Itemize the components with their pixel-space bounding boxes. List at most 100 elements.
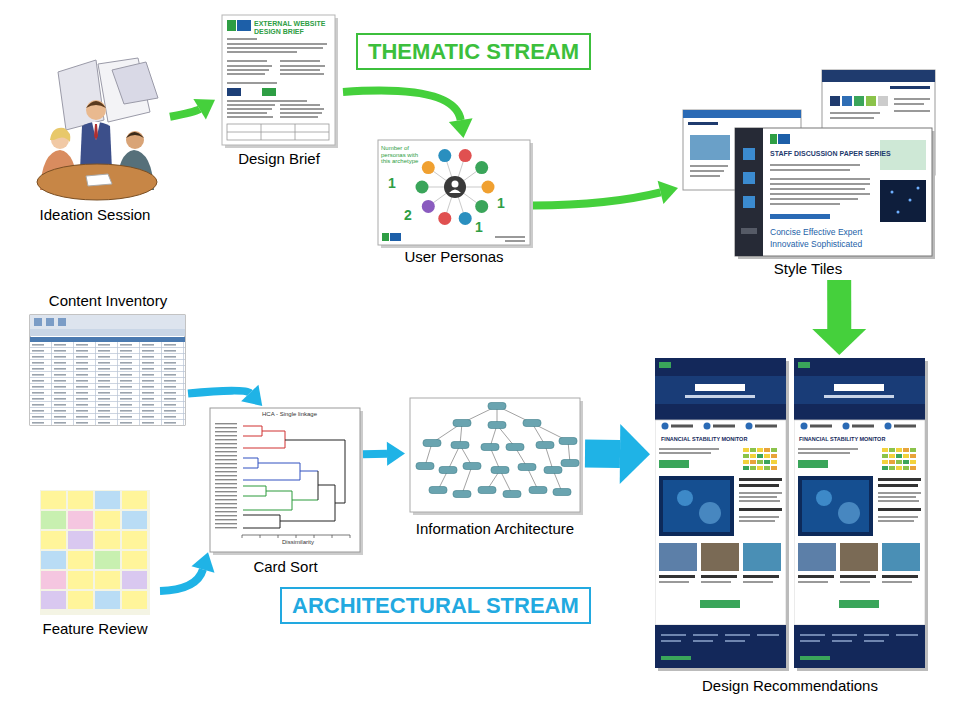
user-personas-thumbnail-part: [416, 181, 429, 194]
arrow-head: [620, 424, 650, 484]
information-architecture-tree-part: [425, 406, 570, 494]
information-architecture-tree-part-part: [544, 467, 562, 474]
information-architecture-tree-part-part: [439, 467, 457, 474]
card-sort-dendrogram-part: [243, 440, 345, 528]
user-personas-thumbnail-part: [475, 161, 488, 174]
ideation-clipart: [37, 58, 158, 200]
thumbnail-text: Number of personas with this archetype: [381, 145, 419, 165]
feature-review-sticky-notes-part: [68, 591, 93, 609]
step-caption: Content Inventory: [49, 292, 167, 310]
style-tiles-thumbnail-part: [909, 199, 912, 202]
arrow-head: [241, 385, 262, 406]
information-architecture-tree-part-part: [488, 422, 506, 429]
ideation-clipart-part: [112, 62, 158, 104]
card-sort-dendrogram-part: [243, 486, 318, 510]
arrow-head: [449, 118, 473, 138]
design-brief-thumbnail-part: [227, 112, 267, 114]
card-sort-dendrogram-part: [242, 535, 350, 538]
arrow-shaft: [188, 391, 250, 394]
card-sort-dendrogram-part: [215, 422, 239, 530]
feature-review-sticky-notes-part: [41, 591, 66, 609]
design-brief-thumbnail-part: [262, 88, 276, 96]
design-brief-thumbnail-part: [227, 108, 272, 110]
style-tiles-thumbnail-part: [894, 98, 930, 100]
process-step: Information Architecture: [405, 396, 585, 540]
design-brief-thumbnail-part: [227, 69, 269, 71]
flow-arrow: [585, 424, 650, 484]
user-personas-thumbnail-part: [475, 200, 488, 213]
design-recommendation-mockups-part: [794, 358, 925, 668]
style-tiles-thumbnail-part: [688, 122, 718, 125]
style-tiles-thumbnail-part: [743, 172, 755, 184]
arrow-shaft: [343, 91, 461, 121]
feature-review-sticky-notes-part: [95, 591, 120, 609]
information-architecture-tree-part-part: [453, 420, 471, 427]
style-tiles-thumbnail-part: [891, 191, 894, 194]
feature-review-sticky-notes-part: [95, 491, 120, 509]
ideation-clipart-part: [80, 122, 112, 170]
ideation-clipart-part: [126, 131, 144, 149]
user-personas-thumbnail-part: [382, 233, 389, 241]
style-tiles-thumbnail-part: [690, 170, 724, 172]
design-brief-thumbnail-part: [237, 20, 251, 31]
flow-arrow: [188, 385, 262, 406]
information-architecture-tree-part-part: [481, 444, 499, 451]
step-caption: User Personas: [404, 248, 503, 266]
feature-review-sticky-notes-part: [41, 511, 66, 529]
thumbnail-text: Concise Effective Expert: [770, 228, 862, 237]
style-tiles-thumbnail-part: [770, 193, 870, 195]
thumbnail-text: STAFF DISCUSSION PAPER SERIES: [770, 150, 891, 158]
step-caption: Design Recommendations: [702, 677, 878, 695]
feature-review-sticky-notes-part: [122, 591, 147, 609]
design-brief-thumbnail-part: [227, 82, 277, 84]
style-tiles-thumbnail-part: [683, 110, 801, 118]
feature-review-sticky-notes-part: [95, 551, 120, 569]
process-step: Ideation Session: [20, 58, 170, 226]
content-inventory-spreadsheet: [30, 315, 185, 425]
user-personas-thumbnail-part: [422, 161, 435, 174]
thumbnail-text: 2: [404, 208, 412, 223]
card-sort-dendrogram-part: [243, 426, 285, 448]
design-brief-thumbnail-part: [227, 47, 323, 49]
thumbnail-text: 1: [475, 220, 483, 235]
user-personas-thumbnail-part: [390, 233, 401, 241]
information-architecture-tree-part-part: [518, 464, 536, 471]
content-inventory-spreadsheet-part: [30, 329, 185, 336]
ideation-clipart-part: [86, 100, 106, 120]
feature-review-sticky-notes-part: [122, 491, 147, 509]
design-brief-thumbnail-part: [280, 73, 324, 75]
user-personas-thumbnail-part: [459, 212, 472, 225]
information-architecture-tree: [410, 398, 583, 515]
thumbnail-text: 1: [497, 196, 505, 211]
thumbnail-text: Dissimilarity: [282, 539, 314, 546]
user-personas-thumbnail-part: [495, 236, 525, 238]
style-tiles-thumbnail-part: [866, 96, 876, 106]
design-brief-thumbnail-part: [227, 38, 257, 40]
style-tiles-thumbnail-part: [880, 180, 926, 222]
flow-arrow: [533, 181, 678, 206]
style-tiles-thumbnail-part: [830, 117, 874, 119]
style-tiles-thumbnail: [683, 70, 935, 259]
feature-review-sticky-notes-part: [95, 531, 120, 549]
style-tiles-thumbnail-part: [917, 187, 920, 190]
information-architecture-tree-part: [416, 403, 579, 498]
arrow-shaft: [363, 450, 387, 458]
arrow-shaft: [170, 109, 200, 117]
design-brief-thumbnail-part: [227, 100, 307, 102]
arrow-shaft: [533, 192, 661, 205]
design-brief-thumbnail-part: [280, 69, 320, 71]
ideation-clipart-part: [50, 128, 70, 142]
design-brief-thumbnail-part: [280, 116, 318, 118]
information-architecture-tree-part-part: [429, 487, 447, 494]
user-personas-thumbnail-part: [449, 190, 461, 194]
process-step: Feature Review: [30, 487, 160, 640]
stream-label-box: THEMATIC STREAM: [356, 33, 591, 70]
style-tiles-thumbnail-part: [770, 134, 777, 144]
feature-review-sticky-notes-part: [122, 571, 147, 589]
style-tiles-thumbnail-part: [743, 148, 755, 160]
style-tiles-thumbnail-part: [741, 228, 757, 234]
arrow-head: [193, 99, 215, 119]
arrow-head: [658, 181, 678, 204]
feature-review-sticky-notes-part: [41, 491, 66, 509]
